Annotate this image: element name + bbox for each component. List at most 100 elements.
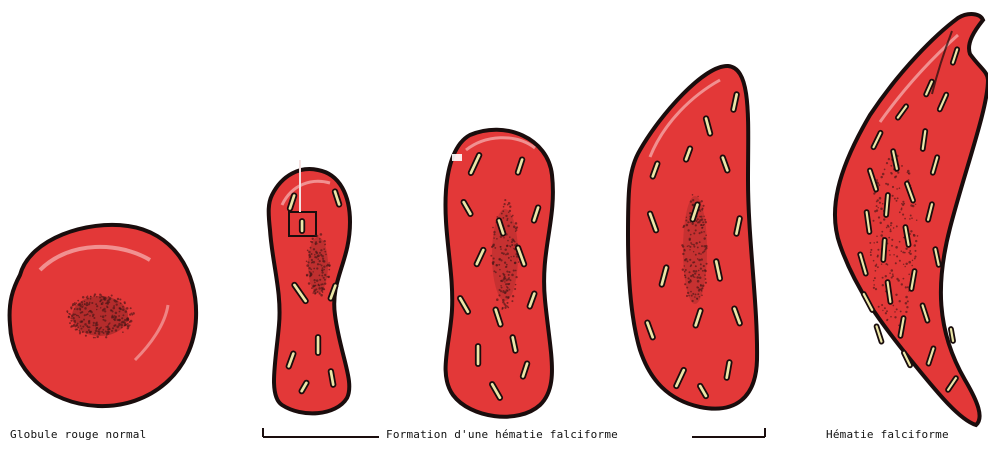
cell-dot <box>311 262 313 264</box>
cell-dot <box>310 269 312 271</box>
cell-dot <box>311 287 313 289</box>
cell-dot <box>81 301 83 303</box>
cell-dot <box>894 198 896 200</box>
cell-dot <box>682 269 684 271</box>
cell-dot <box>73 324 75 326</box>
cell-dot <box>695 229 697 231</box>
cell-dot <box>320 249 322 251</box>
cell-dot <box>690 200 692 202</box>
cell-dot <box>496 216 498 218</box>
cell-dot <box>698 289 700 291</box>
cell-dot <box>81 320 83 322</box>
cell-dot <box>105 336 107 338</box>
cell-dot <box>508 289 510 291</box>
cell-dot <box>510 221 512 223</box>
cell-dot <box>502 210 504 212</box>
cell-dot <box>496 238 498 240</box>
cell-dot <box>96 336 98 338</box>
cell-dot <box>687 260 689 262</box>
cell-dot <box>503 206 505 208</box>
cell-dot <box>323 277 325 279</box>
cell-dot <box>108 301 110 303</box>
cell-dot <box>686 224 689 227</box>
cell-dot <box>873 260 875 262</box>
cell-dot <box>124 319 126 321</box>
cell-dot <box>101 296 103 298</box>
cell-dot <box>702 227 704 229</box>
cell-dot <box>507 204 509 206</box>
cell-dot <box>695 224 697 226</box>
cell-dot <box>909 218 911 220</box>
cell-dot <box>319 279 321 281</box>
cell-dot <box>314 256 316 258</box>
cell-dot <box>692 194 694 196</box>
cell-dot <box>317 263 319 265</box>
cell-dot <box>684 275 685 276</box>
cell-dot <box>698 259 701 262</box>
cell-dot <box>902 201 904 203</box>
cell-dot <box>879 222 881 224</box>
cell-dot <box>706 263 708 265</box>
cell-dot <box>704 249 706 251</box>
cell-dot <box>86 302 88 304</box>
cell-dot <box>323 269 325 271</box>
cell-dot <box>319 292 321 294</box>
cell-dot <box>895 246 898 249</box>
cell-dot <box>705 235 707 237</box>
cell-dot <box>108 296 110 298</box>
cell-dot <box>516 226 518 228</box>
cell-dot <box>505 296 507 298</box>
cell-dot <box>900 209 902 211</box>
cell-dot <box>131 314 133 316</box>
cell-dot <box>312 286 314 288</box>
cell-dot <box>690 291 692 293</box>
cell-dot <box>697 222 699 224</box>
cell-dot <box>886 227 888 229</box>
cell-dot <box>320 294 323 297</box>
cell-dot <box>315 288 317 290</box>
cell-dot <box>510 259 511 260</box>
cell-dot <box>508 212 509 213</box>
cell-dot <box>515 222 518 225</box>
cell-dot <box>915 204 916 205</box>
cell-dot <box>905 286 907 288</box>
cell-dot <box>307 250 309 252</box>
cell-dot <box>328 262 329 263</box>
cell-dot <box>82 326 84 328</box>
cell-dot <box>115 329 117 331</box>
cell-dot <box>701 258 703 260</box>
cell-dot <box>90 298 92 300</box>
cell-dot <box>323 248 325 250</box>
cell-dot <box>324 243 326 245</box>
cell-dot <box>308 267 310 269</box>
cell-dot <box>876 209 878 211</box>
cell-dot <box>79 307 81 309</box>
cell-dot <box>876 201 878 203</box>
cell-dot <box>886 310 888 312</box>
cell-dot <box>324 279 326 281</box>
cell-dot <box>691 223 693 225</box>
cell-dot <box>103 308 106 311</box>
cell-dot <box>882 203 884 205</box>
cell-dot <box>896 278 898 280</box>
cell-dot <box>905 296 908 299</box>
cell-dot <box>321 289 323 291</box>
cell-dot <box>506 279 508 281</box>
cell-dot <box>312 238 314 240</box>
cell-dot <box>504 262 506 264</box>
cell-dot <box>884 307 886 309</box>
cell-dot <box>84 303 86 305</box>
cell-dot <box>504 248 506 250</box>
cell-dot <box>126 307 129 310</box>
cell-dot <box>502 299 505 302</box>
cell-dot <box>507 306 509 308</box>
cell-dot <box>316 235 318 237</box>
cell-dot <box>309 271 311 273</box>
cell-dot <box>70 320 72 322</box>
cell-dot <box>703 245 705 247</box>
cell-dot <box>692 199 694 201</box>
cell-dot <box>102 329 104 331</box>
cell-dot <box>697 293 699 295</box>
cell-dot <box>90 296 92 298</box>
cell-dot <box>683 249 685 251</box>
